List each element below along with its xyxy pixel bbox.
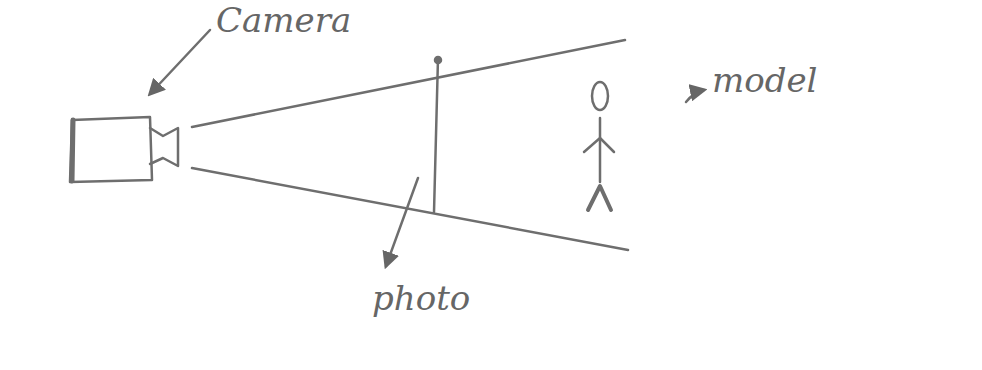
camera-body <box>70 117 152 182</box>
model-legs <box>588 186 611 210</box>
plane-dot <box>435 57 441 63</box>
model-leader <box>686 90 704 102</box>
view-line <box>192 168 628 250</box>
photo-plane <box>434 58 438 212</box>
camera-label: Camera <box>216 2 351 39</box>
camera-lens <box>150 128 178 166</box>
model-label: model <box>712 62 817 99</box>
model-arms <box>584 138 614 152</box>
view-line <box>192 40 625 127</box>
photo-leader <box>386 178 418 266</box>
model-body <box>599 118 602 182</box>
camera-leader <box>150 30 210 94</box>
model-head <box>592 82 608 110</box>
photo-label: photo <box>372 280 470 317</box>
camera-back <box>72 120 73 181</box>
